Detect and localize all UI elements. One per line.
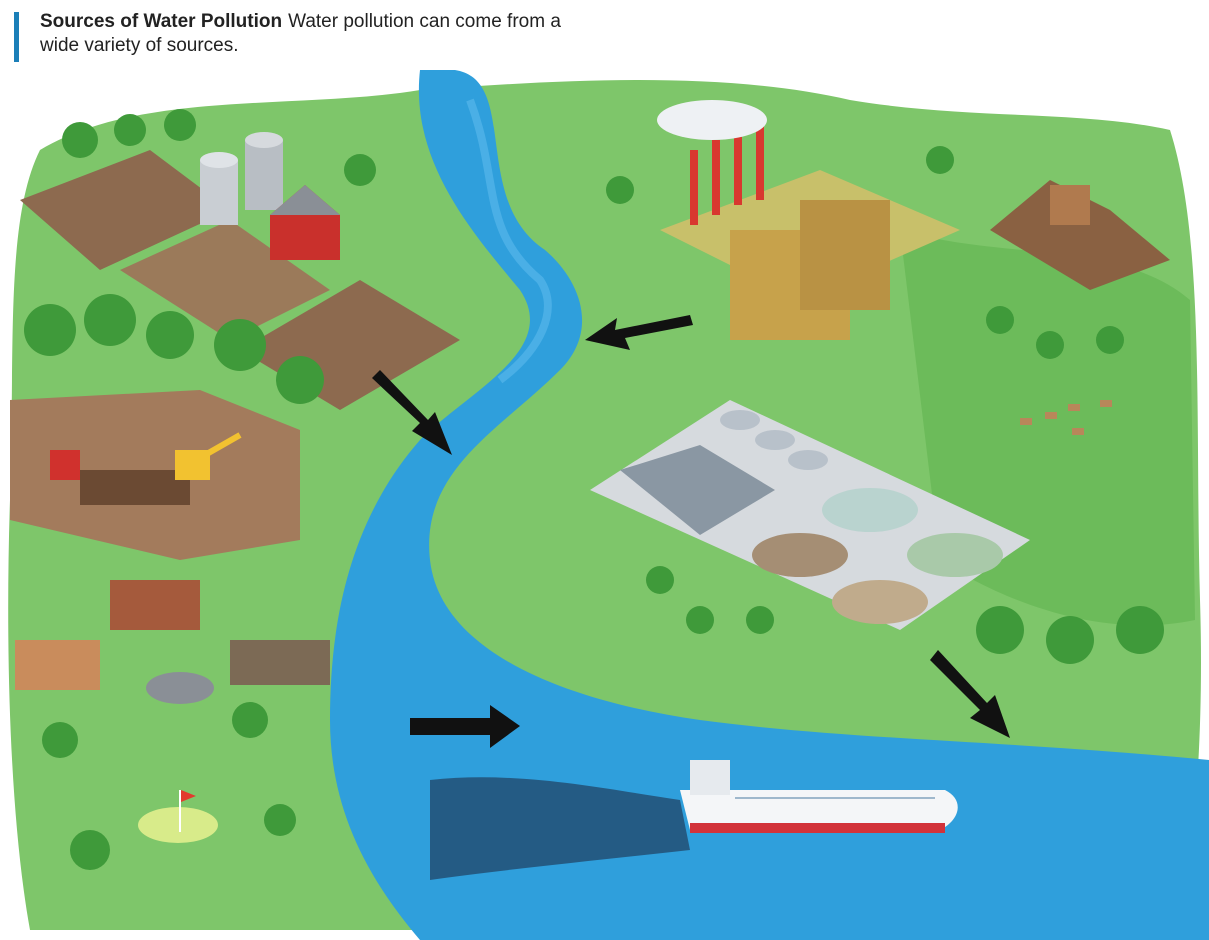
- pollution-arrow-icon: [585, 315, 693, 350]
- forest-icon: [24, 109, 1164, 870]
- caption-body: Water pollution can come from a wide var…: [40, 11, 561, 56]
- barn-icon: [270, 185, 340, 260]
- river-highlight: [466, 98, 552, 384]
- river: [330, 70, 1209, 940]
- excavator-icon: [175, 432, 242, 480]
- pollution-arrow-icon: [930, 650, 1010, 738]
- oil-tanker-icon: [430, 760, 958, 880]
- pollution-arrow-icon: [372, 370, 452, 455]
- houses-icon: [15, 580, 330, 704]
- treatment-plant-icon: [590, 400, 1030, 630]
- pollution-arrow-icon: [410, 705, 520, 748]
- cattle-icon: [1020, 400, 1112, 435]
- golf-flag-icon: [138, 790, 218, 843]
- caption-accent-bar: [14, 12, 19, 62]
- caption-title: Sources of Water Pollution: [40, 11, 283, 32]
- mine-icon: [990, 180, 1170, 290]
- silo-icon: [200, 132, 283, 225]
- logging-truck-icon: [50, 450, 190, 505]
- smokestack-icon: [657, 100, 767, 225]
